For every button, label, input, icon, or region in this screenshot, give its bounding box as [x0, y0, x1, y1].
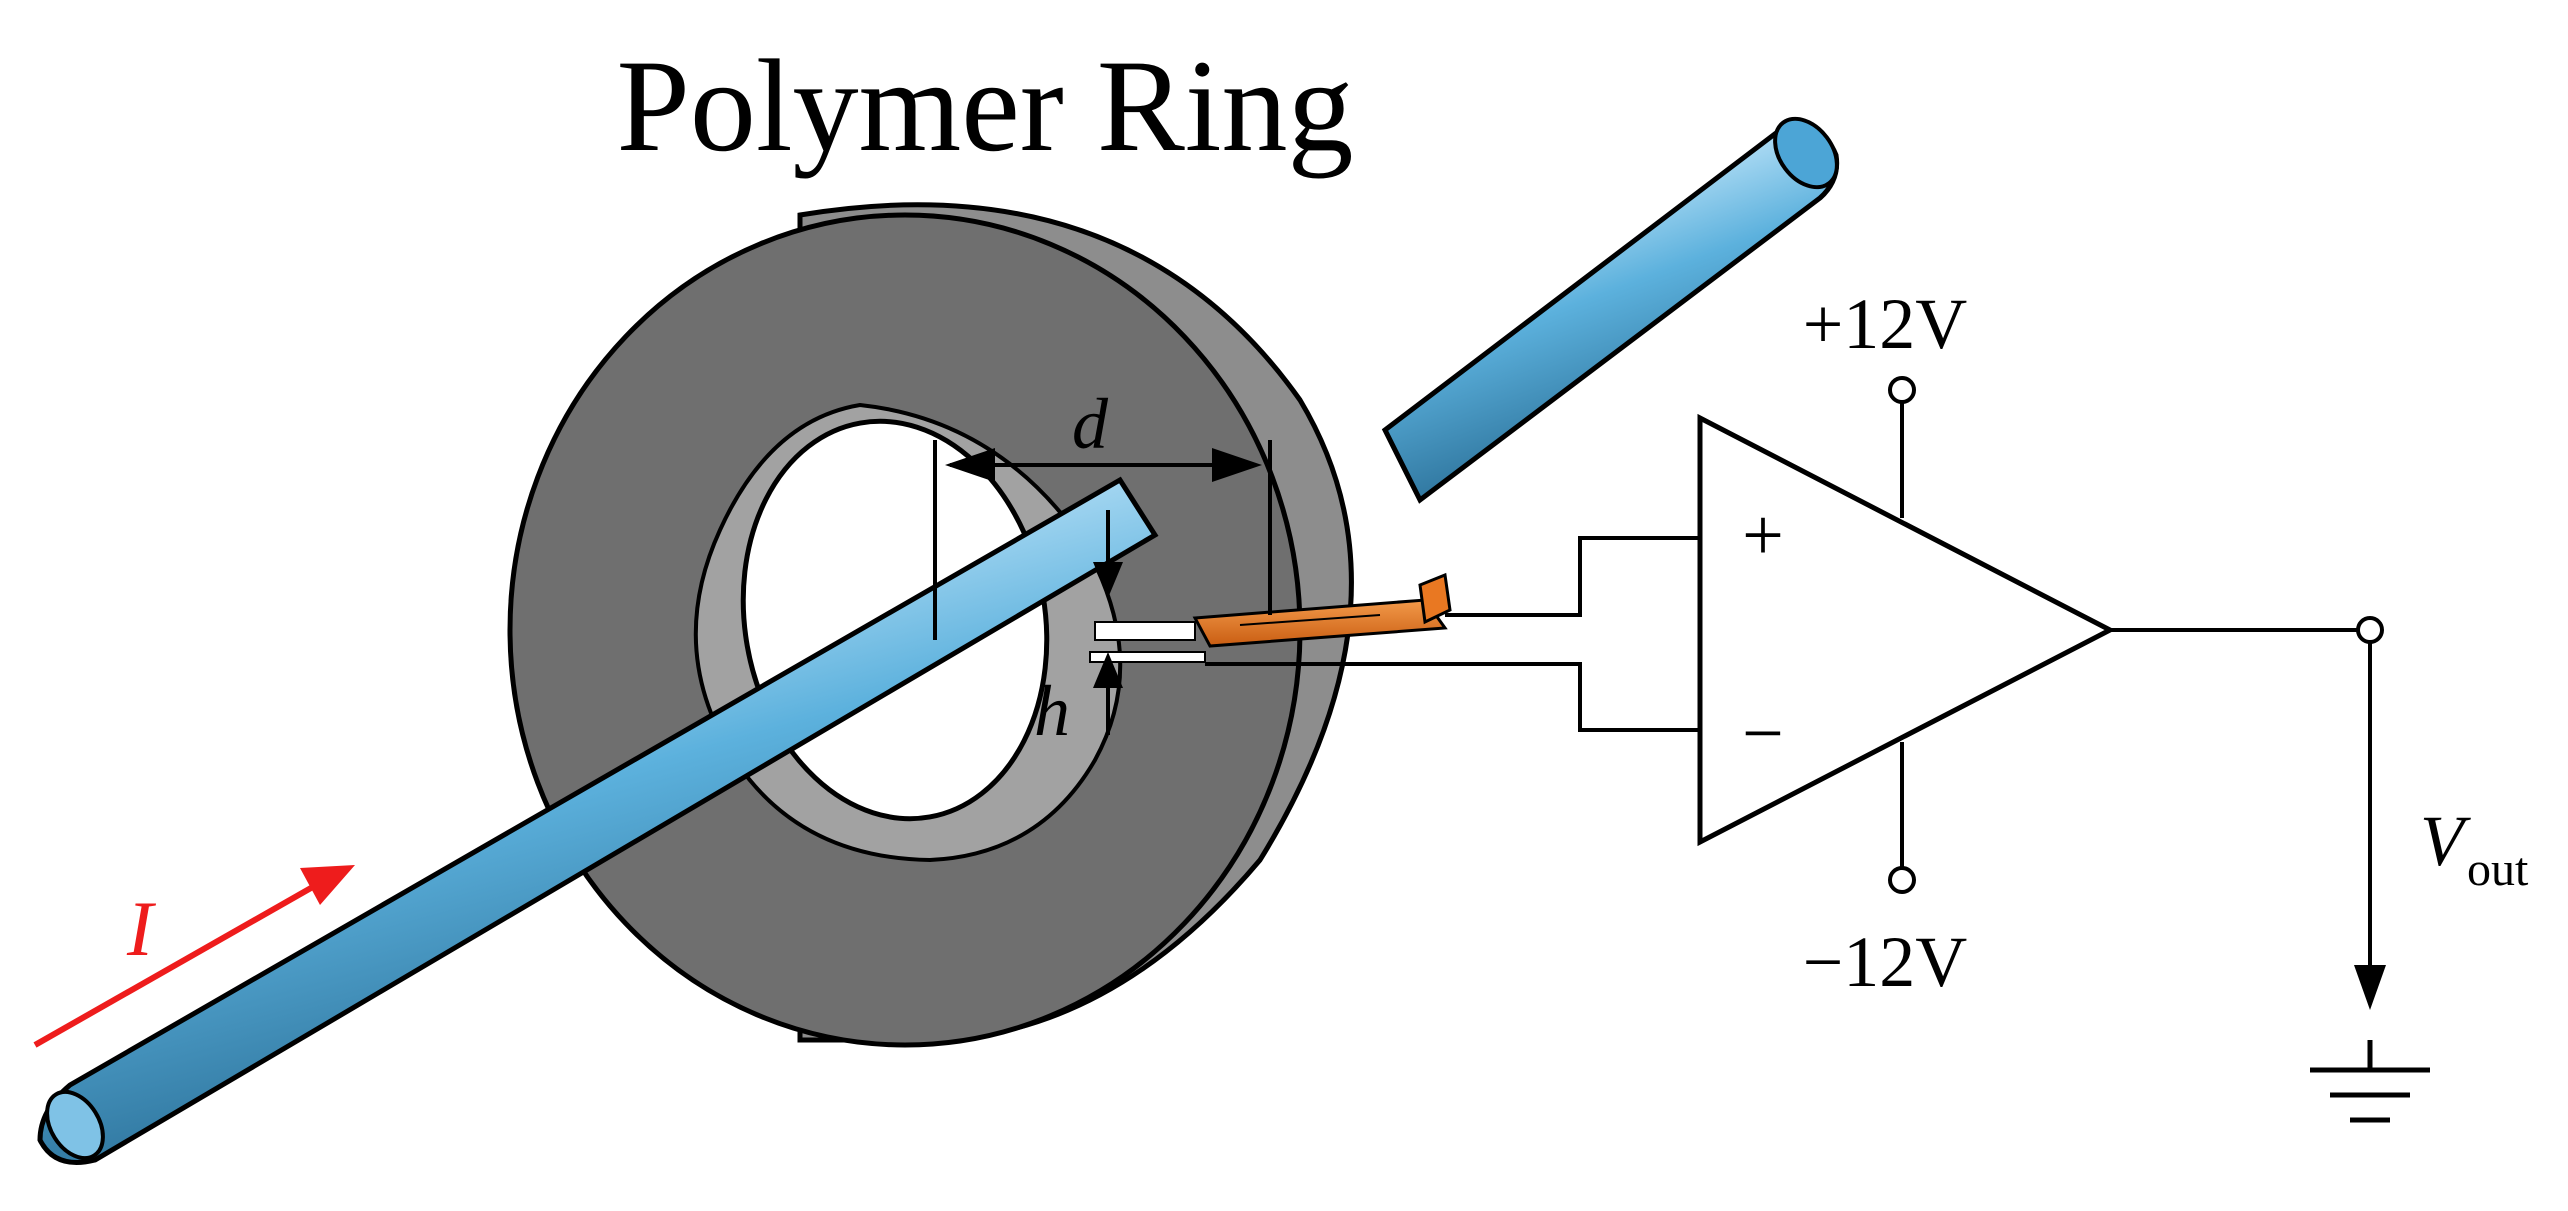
diagram-title: Polymer Ring	[616, 32, 1353, 179]
sensor-leads	[1205, 536, 1700, 732]
dimension-h: h	[1034, 510, 1123, 751]
minus-12v-label: −12V	[1803, 922, 1968, 1002]
label-d: d	[1072, 384, 1109, 464]
sensor-element	[1089, 572, 1452, 663]
current-label: I	[126, 885, 157, 972]
positive-supply: +12V	[1803, 284, 1968, 518]
dimension-d: d	[933, 384, 1272, 640]
conductor-rod-back	[1381, 116, 1840, 504]
ground-icon	[2310, 1040, 2430, 1123]
plus-input-symbol: +	[1742, 495, 1784, 577]
vout-label: V	[2420, 801, 2471, 881]
plus-12v-label: +12V	[1803, 284, 1968, 364]
current-direction: I	[33, 865, 355, 1048]
op-amp: + −	[1697, 413, 2116, 847]
minus-input-symbol: −	[1742, 693, 1784, 775]
vout-subscript: out	[2467, 843, 2529, 896]
output-node: V out	[2110, 616, 2529, 1010]
negative-supply: −12V	[1803, 742, 1968, 1002]
conductor-rod-front	[37, 476, 1159, 1165]
label-h: h	[1034, 671, 1070, 751]
